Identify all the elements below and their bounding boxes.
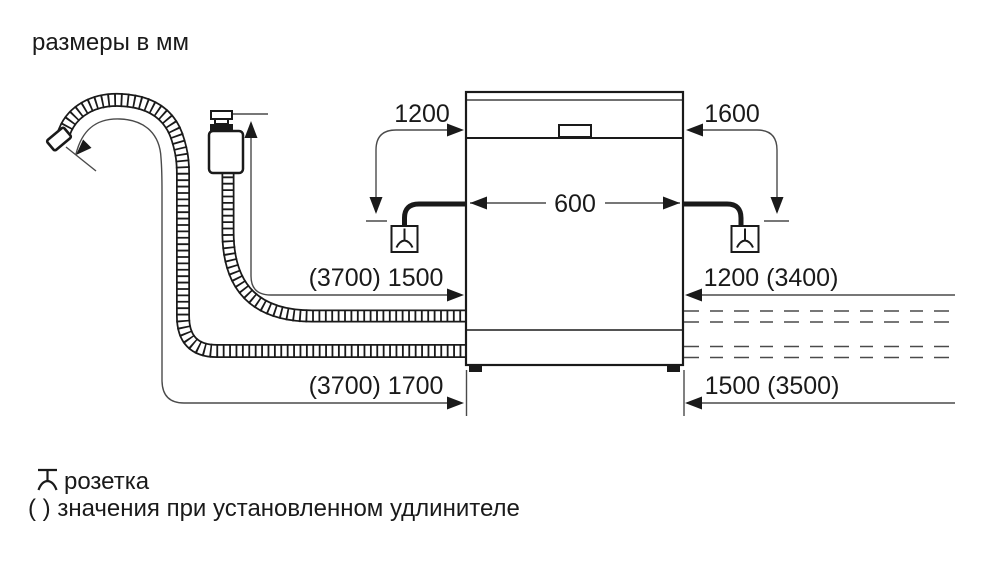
tap-connector-cap: [210, 110, 233, 120]
dim-1700-tick: [65, 146, 97, 172]
dim-1200-leader: [375, 129, 460, 212]
supply-hose: [221, 170, 465, 323]
legend: розетка ( ) значения при установленном у…: [28, 468, 520, 522]
socket-left: [390, 225, 419, 253]
socket-symbol-left-icon: [395, 228, 414, 248]
arrow-1200-down: [369, 197, 383, 214]
tap-connector-nut: [210, 124, 233, 131]
dim-1600-leader: [690, 129, 778, 212]
arrow-1600-left: [686, 123, 703, 137]
power-cable-left: [402, 201, 466, 226]
dim-arrowheads: [76, 121, 784, 410]
arrow-1500-right: [447, 288, 464, 302]
legend-socket-label: розетка: [64, 468, 150, 495]
dim-1500-leader: [250, 124, 460, 296]
dim-3500-label: 1500 (3500): [705, 372, 840, 400]
dim-1700-label: (3700) 1700: [309, 372, 444, 400]
drain-hose-end-fitting: [45, 126, 73, 152]
arrow-600-right: [663, 196, 680, 210]
drain-hose: [45, 92, 465, 358]
arrow-3400-left: [685, 288, 702, 302]
dishwasher: [464, 90, 685, 372]
socket-right: [730, 225, 760, 253]
dim-leader-lines: [65, 113, 955, 416]
tap-connector-neck: [214, 118, 229, 125]
arrow-1700-hose-end: [76, 139, 92, 155]
arrow-1200-right: [447, 123, 464, 137]
legend-socket-icon: [37, 468, 58, 491]
valve-body: [207, 129, 245, 175]
arrow-1500-up: [244, 121, 258, 138]
arrow-1600-down: [770, 197, 784, 214]
socket-symbol-right-icon: [736, 228, 754, 248]
dim-1500-label: (3700) 1500: [309, 264, 444, 292]
dim-3400-label: 1200 (3400): [704, 264, 839, 292]
power-cable-right: [684, 201, 744, 226]
left-foot: [469, 364, 482, 372]
arrow-3500-left: [685, 396, 702, 410]
dim-1700-leader: [75, 118, 460, 404]
arrow-600-left: [470, 196, 487, 210]
legend-parentheses-note: ( ) значения при установленном удлинител…: [28, 495, 520, 522]
dim-1600-label: 1600: [704, 100, 760, 128]
units-note: размеры в мм: [32, 29, 189, 56]
door-handle: [558, 124, 592, 138]
alternative-hose-routing-dashed: [684, 310, 950, 359]
dim-600-label: 600: [554, 190, 596, 218]
arrow-1700-right: [447, 396, 464, 410]
aquastop-valve: [207, 110, 245, 175]
dim-1200-label: 1200: [394, 100, 450, 128]
dim-600-width: [470, 196, 680, 210]
right-foot: [667, 364, 680, 372]
